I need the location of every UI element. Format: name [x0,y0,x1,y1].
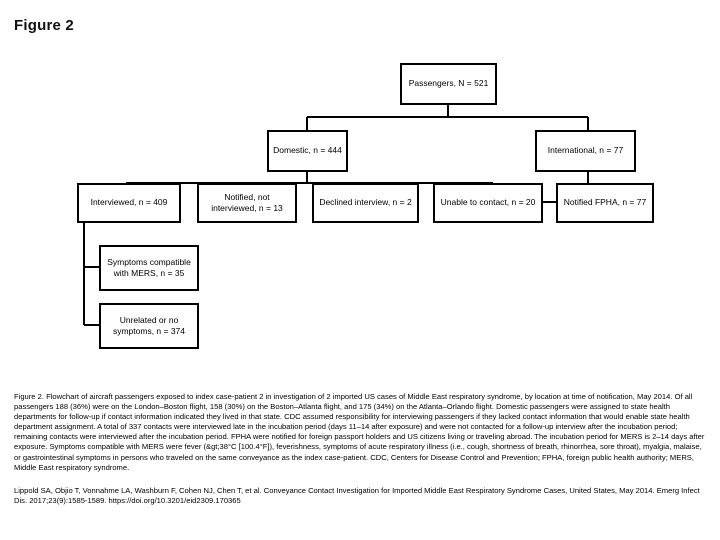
figure-caption-text: Figure 2. Flowchart of aircraft passenge… [14,392,705,472]
flow-node-notified-fpha[interactable]: Notified FPHA, n = 77 [556,183,654,223]
flow-node-passengers[interactable]: Passengers, N = 521 [400,63,497,105]
flow-node-label: Interviewed, n = 409 [90,197,168,208]
flow-node-label: Declined interview, n = 2 [319,197,412,208]
flow-node-symptoms-compatible-mers[interactable]: Symptoms compatible with MERS, n = 35 [99,245,199,291]
figure-caption: Figure 2. Flowchart of aircraft passenge… [14,392,708,473]
flow-node-interviewed[interactable]: Interviewed, n = 409 [77,183,181,223]
flow-node-label: Unrelated or no symptoms, n = 374 [112,314,186,336]
flow-node-declined-interview[interactable]: Declined interview, n = 2 [312,183,419,223]
flow-node-international[interactable]: International, n = 77 [535,130,636,172]
flow-node-unable-to-contact[interactable]: Unable to contact, n = 20 [433,183,543,223]
flow-node-label: Symptoms compatible with MERS, n = 35 [107,256,191,278]
flow-node-label: Domestic, n = 444 [273,145,342,156]
flow-node-label: Notified, not interviewed, n = 13 [211,191,283,213]
flowchart: Passengers, N = 521 Domestic, n = 444 In… [0,55,720,365]
flow-node-unrelated-or-no-symptoms[interactable]: Unrelated or no symptoms, n = 374 [99,303,199,349]
flow-node-label: Notified FPHA, n = 77 [563,197,647,208]
figure-citation: Lippold SA, Objio T, Vonnahme LA, Washbu… [14,486,708,506]
flow-node-notified-not-interviewed[interactable]: Notified, not interviewed, n = 13 [197,183,297,223]
flow-node-label: International, n = 77 [547,145,624,156]
flow-node-label: Passengers, N = 521 [408,78,489,89]
figure-citation-text: Lippold SA, Objio T, Vonnahme LA, Washbu… [14,486,700,506]
page-title: Figure 2 [14,17,74,34]
flow-node-label: Unable to contact, n = 20 [440,197,536,208]
flow-node-domestic[interactable]: Domestic, n = 444 [267,130,348,172]
